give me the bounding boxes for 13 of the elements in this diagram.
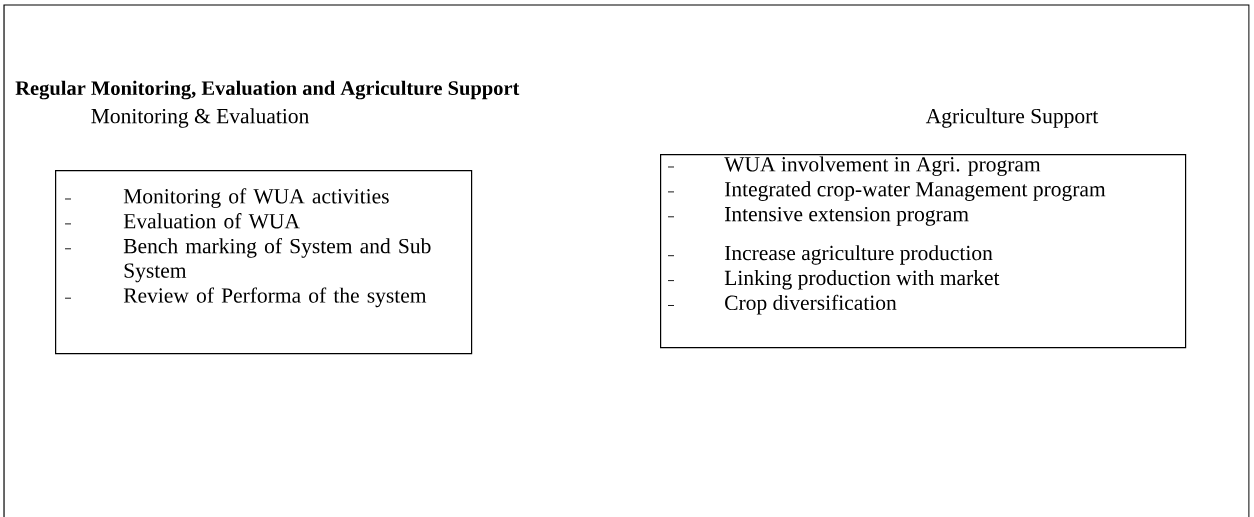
diagram-title: Regular Monitoring, Evaluation and Agriculture Support xyxy=(15,80,520,100)
list-item: Crop diversification xyxy=(725,294,897,315)
list-item: Linking production with market xyxy=(724,270,1000,290)
box-heading: Agriculture Support xyxy=(925,108,1099,128)
list-item: Review of Performa of the system xyxy=(123,287,427,308)
list-item: Intensive extension program xyxy=(725,206,969,226)
list-item: Increase agriculture production xyxy=(725,245,993,265)
list-item: Monitoring of WUA activities xyxy=(123,188,389,208)
list-item: Integrated crop-water Management program xyxy=(725,181,1106,201)
list-item: WUA involvement in Agri. program xyxy=(724,156,1041,176)
box-heading: Monitoring & Evaluation xyxy=(91,108,309,128)
list-item: Bench marking of System and Sub System xyxy=(123,238,431,283)
list-item: Evaluation of WUA xyxy=(123,213,300,229)
